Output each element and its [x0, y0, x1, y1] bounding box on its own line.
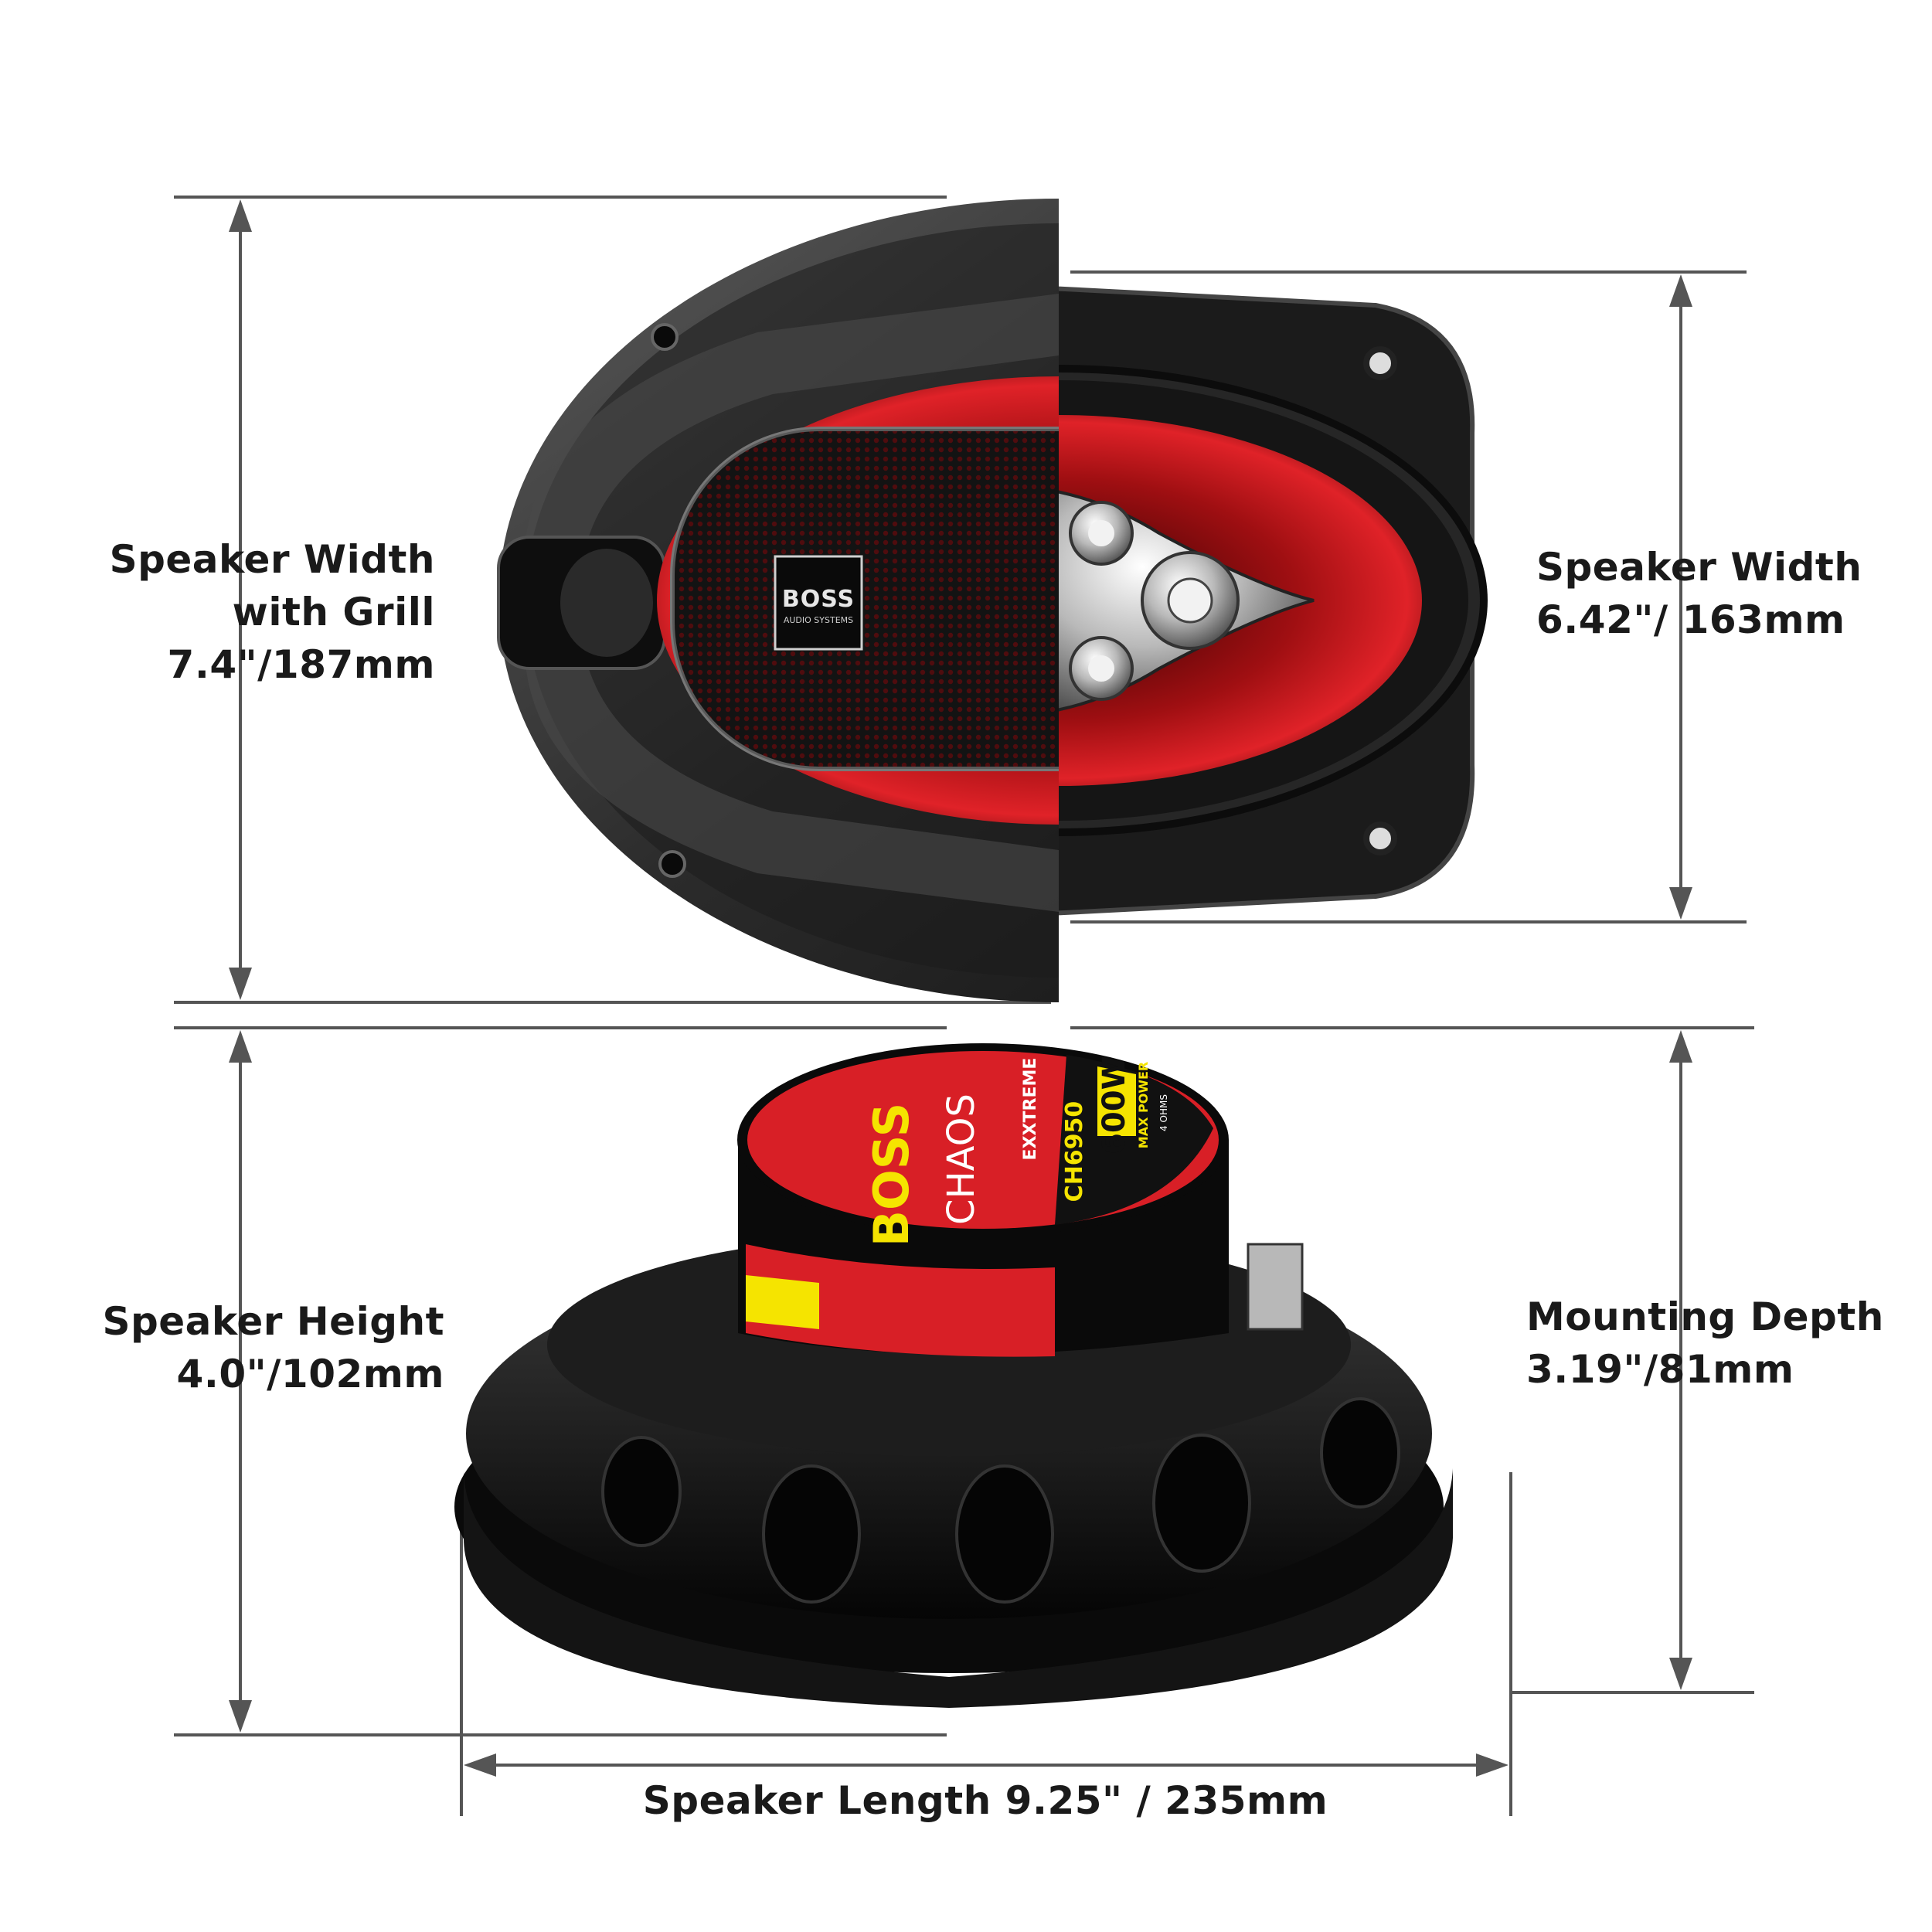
height-arrow-up — [229, 1030, 252, 1063]
length-arrow-left — [464, 1753, 496, 1777]
width-arrow-down — [1669, 887, 1692, 920]
label-mounting-depth-line2: 3.19"/81mm — [1526, 1347, 1794, 1392]
label-width-with-grill-line2: with Grill — [232, 590, 435, 634]
width-arrow-up — [1669, 274, 1692, 307]
label-speaker-width-line1: Speaker Width — [1536, 545, 1862, 590]
label-speaker-width: Speaker Width 6.42"/ 163mm — [1536, 541, 1862, 646]
speaker-terminals — [1247, 1243, 1304, 1331]
label-width-with-grill-line1: Speaker Width — [109, 537, 435, 582]
label-speaker-height-line2: 4.0"/102mm — [176, 1352, 444, 1396]
label-speaker-height-line1: Speaker Height — [102, 1299, 444, 1344]
magnet-label-power-sub: MAX POWER — [1136, 1062, 1151, 1148]
magnet-label-power: 600W — [1097, 1056, 1132, 1155]
label-speaker-height: Speaker Height 4.0"/102mm — [102, 1295, 444, 1400]
width-grill-arrow-down — [229, 968, 252, 1000]
basket-windows — [601, 1397, 1400, 1604]
boss-logo-subtext: AUDIO SYSTEMS — [784, 615, 853, 625]
boss-logo-badge: BOSS AUDIO SYSTEMS — [774, 555, 863, 651]
speaker-grill-mesh — [670, 427, 1059, 771]
label-mounting-depth-line1: Mounting Depth — [1526, 1294, 1884, 1339]
label-speaker-width-line2: 6.42"/ 163mm — [1536, 597, 1845, 642]
depth-arrow-up — [1669, 1030, 1692, 1063]
label-speaker-length: Speaker Length 9.25" / 235mm — [522, 1774, 1449, 1827]
height-arrow-down — [229, 1700, 252, 1733]
label-width-with-grill: Speaker Width with Grill 7.4"/187mm — [110, 533, 435, 691]
magnet-label-model: CH6950 — [1061, 1101, 1088, 1202]
magnet-label-ohms: 4 OHMS — [1158, 1094, 1169, 1131]
magnet-label-extreme: EXXTREME — [1021, 1058, 1040, 1161]
magnet-label-brand: BOSS — [863, 1103, 920, 1247]
label-width-with-grill-line3: 7.4"/187mm — [167, 642, 435, 687]
depth-arrow-down — [1669, 1658, 1692, 1690]
dimension-lines — [174, 196, 1754, 1816]
length-arrow-right — [1476, 1753, 1509, 1777]
magnet-label-series: CHAOS — [940, 1094, 983, 1225]
boss-logo-text: BOSS — [782, 586, 855, 613]
speaker-side-view: BOSS CHAOS EXXTREME CH6950 600W MAX POWE… — [454, 1043, 1453, 1708]
label-speaker-length-line1: Speaker Length 9.25" / 235mm — [642, 1778, 1328, 1823]
speaker-front-without-grill — [1059, 286, 1488, 916]
width-grill-arrow-up — [229, 199, 252, 232]
label-mounting-depth: Mounting Depth 3.19"/81mm — [1526, 1291, 1884, 1396]
